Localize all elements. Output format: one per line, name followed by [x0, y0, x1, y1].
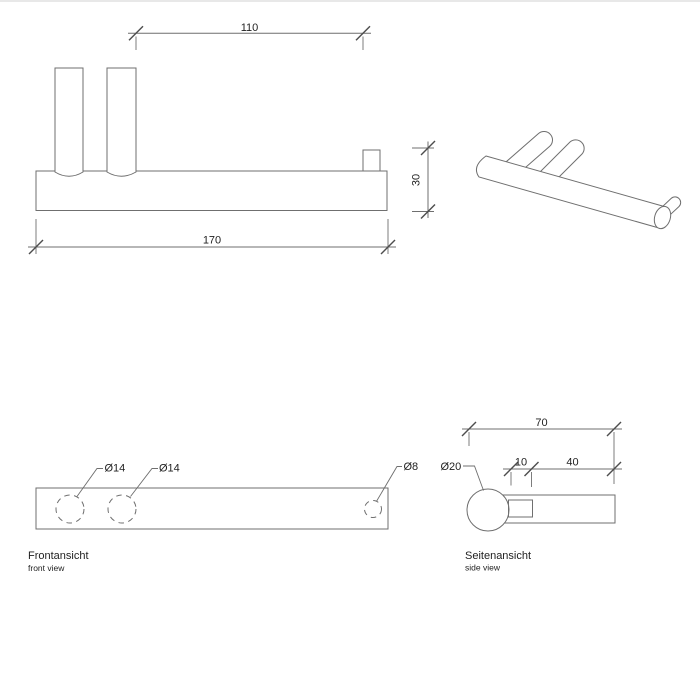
dim-70-label: 70: [535, 417, 547, 429]
dim-170-label: 170: [203, 235, 221, 247]
hole-left-dia-label: Ø14: [105, 463, 126, 475]
iso-rail-end-cap: [653, 205, 672, 230]
dim-tick: [524, 461, 539, 477]
hidden-hole-middle: [107, 494, 137, 524]
hidden-hole-left: [55, 494, 85, 524]
dimension-10-40: 10 40: [503, 457, 622, 487]
peg-middle-outline: [106, 67, 137, 177]
front-view: Ø14 Ø14 Ø8 Frontansicht front view: [28, 461, 418, 573]
dimension-170: 170: [28, 219, 396, 255]
iso-peg-right: [539, 139, 585, 185]
side-view-subtitle: side view: [465, 563, 501, 573]
dim-110-label: 110: [241, 22, 259, 34]
front-rail-outline: [35, 487, 389, 530]
dim-tick: [503, 461, 519, 477]
dim-tick: [461, 421, 477, 437]
callout-dia20: Ø20: [441, 461, 484, 491]
dim-tick: [380, 239, 396, 255]
dimension-70: 70: [461, 417, 622, 484]
hidden-hole-right: [364, 500, 382, 518]
iso-rail-body: [475, 155, 667, 229]
dimension-110: 110: [128, 22, 371, 50]
leader-line: [76, 468, 103, 497]
dim-40-label: 40: [566, 457, 578, 469]
front-view-title: Frontansicht: [28, 550, 89, 562]
dim-tick: [606, 421, 622, 437]
dim-tick: [128, 25, 144, 41]
dim-tick: [420, 204, 436, 219]
front-view-subtitle: front view: [28, 563, 65, 573]
side-view-title: Seitenansicht: [465, 550, 531, 562]
dim-10-label: 10: [515, 457, 527, 469]
dim-tick: [355, 25, 371, 41]
hole-middle-dia-label: Ø14: [159, 463, 180, 475]
leader-line: [130, 468, 158, 497]
rail-outline: [35, 170, 388, 211]
end-tab-outline: [362, 149, 381, 172]
leader-line: [463, 465, 484, 491]
dimensioned-front-view: 110 170 30: [28, 22, 436, 255]
bar-dia-label: Ø20: [441, 461, 462, 473]
dim-tick: [606, 461, 622, 477]
dimension-30: 30: [411, 140, 436, 219]
side-plate-outline: [508, 499, 533, 518]
isometric-view: [475, 131, 682, 230]
side-bar-circle: [466, 488, 510, 532]
hole-right-dia-label: Ø8: [404, 461, 419, 473]
dim-30-label: 30: [411, 174, 423, 186]
side-arm-outline: [499, 494, 616, 524]
side-view: 70 10 40 Ø20 Seitenansicht side view: [441, 417, 622, 573]
iso-peg-left: [505, 131, 553, 176]
peg-left-outline: [54, 67, 84, 177]
dim-tick: [28, 239, 44, 255]
dim-tick: [420, 140, 436, 156]
leader-line: [376, 466, 402, 502]
